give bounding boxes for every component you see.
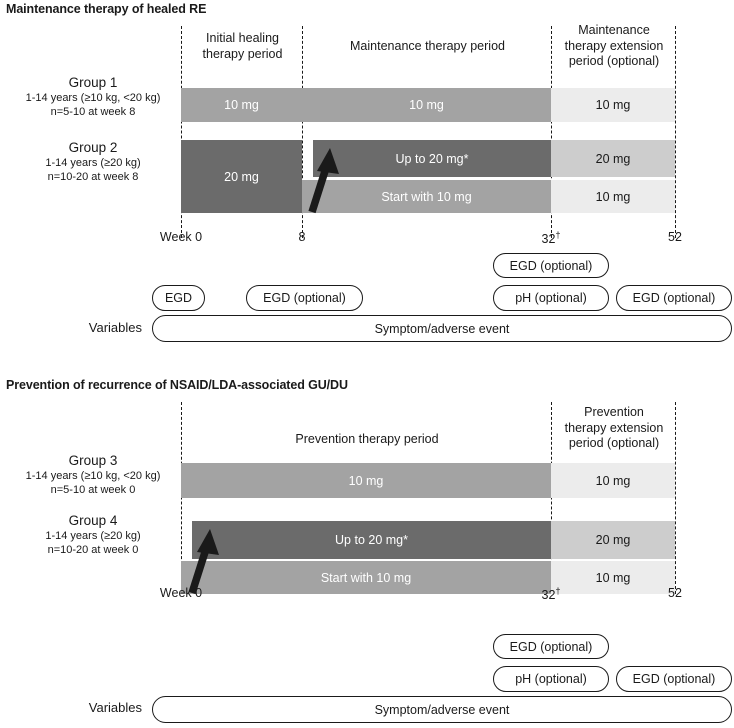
timeline-divider-week8-top [302, 26, 303, 238]
panel-title-maintenance: Maintenance therapy of healed RE [6, 2, 207, 16]
dagger-marker: † [555, 230, 561, 240]
assessment-pill-egd-optional-week52[interactable]: EGD (optional) [616, 285, 732, 311]
group-criteria: 1-14 years (≥20 kg) [45, 157, 141, 169]
period-header-line1: Initial healing [206, 31, 279, 45]
period-header-line2: therapy extension [564, 420, 664, 435]
group-name: Group 2 [68, 140, 118, 155]
bar-g4-extension-10: 10 mg [551, 561, 675, 594]
group-enrollment: n=10-20 at week 8 [47, 171, 139, 183]
axis-tick-label: Week 0 [159, 586, 203, 600]
bar-g2-initial: 20 mg [181, 140, 302, 213]
bar-g4-prevention-start: Start with 10 mg [181, 561, 551, 594]
period-header-line1: Maintenance therapy period [350, 39, 505, 53]
group-criteria: 1-14 years (≥10 kg, <20 kg) [25, 92, 161, 104]
group-enrollment: n=5-10 at week 8 [50, 106, 136, 118]
axis-tick-week-0-top: Week 0 [141, 230, 221, 244]
period-header-line1: Prevention [584, 405, 644, 419]
group-label-group-4: Group 4 1-14 years (≥20 kg) n=10-20 at w… [8, 512, 178, 557]
period-header-line3: period (optional) [568, 436, 660, 450]
period-header-maintenance-extension: Maintenance therapy extension period (op… [553, 23, 675, 70]
assessment-pill-egd-optional-week32-upper-bottom[interactable]: EGD (optional) [493, 634, 609, 659]
bar-g2-extension-10: 10 mg [551, 180, 675, 213]
dagger-marker: † [555, 586, 561, 596]
period-header-prevention-therapy: Prevention therapy period [184, 432, 550, 448]
axis-tick-label: 8 [298, 230, 306, 244]
bar-g1-maintenance: 10 mg [302, 88, 551, 122]
group-name: Group 1 [68, 75, 118, 90]
assessment-pill-egd-week0[interactable]: EGD [152, 285, 205, 311]
group-label-group-3: Group 3 1-14 years (≥10 kg, <20 kg) n=5-… [8, 452, 178, 497]
axis-tick-label: 52 [668, 230, 682, 244]
group-criteria: 1-14 years (≥20 kg) [45, 530, 141, 542]
timeline-divider-week32-top [551, 26, 552, 238]
period-header-line1: Maintenance [578, 23, 650, 37]
axis-tick-week-52-top: 52 [655, 230, 695, 244]
period-header-initial-healing: Initial healing therapy period [184, 31, 301, 62]
variables-label-top: Variables [88, 320, 142, 335]
axis-tick-week-32-top: 32† [531, 230, 571, 246]
axis-tick-week-0-bottom: Week 0 [141, 586, 221, 600]
bar-g2-extension-20: 20 mg [551, 140, 675, 177]
assessment-pill-egd-optional-week8[interactable]: EGD (optional) [246, 285, 363, 311]
axis-tick-week-8-top: 8 [282, 230, 322, 244]
timeline-divider-week52-bottom [675, 402, 676, 594]
axis-tick-week-52-bottom: 52 [655, 586, 695, 600]
period-header-line2: therapy extension [564, 38, 664, 53]
period-header-line1: Prevention therapy period [295, 432, 439, 446]
assessment-pill-egd-optional-week52-bottom[interactable]: EGD (optional) [616, 666, 732, 692]
period-header-line2: therapy period [202, 46, 283, 61]
bar-g2-maintenance-start: Start with 10 mg [302, 180, 551, 213]
axis-tick-label: 32 [541, 588, 556, 603]
group-enrollment: n=10-20 at week 0 [47, 544, 139, 556]
bar-g3-extension: 10 mg [551, 463, 675, 498]
axis-tick-week-32-bottom: 32† [531, 586, 571, 602]
assessment-pill-egd-optional-week32-upper[interactable]: EGD (optional) [493, 253, 609, 278]
group-label-group-2: Group 2 1-14 years (≥20 kg) n=10-20 at w… [8, 139, 178, 184]
variables-label-bottom: Variables [88, 700, 142, 715]
assessment-pill-ph-optional-week32-bottom[interactable]: pH (optional) [493, 666, 609, 692]
group-label-group-1: Group 1 1-14 years (≥10 kg, <20 kg) n=5-… [8, 74, 178, 119]
group-name: Group 4 [68, 513, 118, 528]
bar-g4-extension-20: 20 mg [551, 521, 675, 559]
bar-g2-maintenance-up: Up to 20 mg* [313, 140, 551, 177]
axis-tick-label: 52 [668, 586, 682, 600]
assessment-pill-ph-optional-week32[interactable]: pH (optional) [493, 285, 609, 311]
group-enrollment: n=5-10 at week 0 [50, 484, 136, 496]
timeline-divider-week32-bottom [551, 402, 552, 594]
group-name: Group 3 [68, 453, 118, 468]
axis-tick-label: 32 [541, 232, 556, 247]
assessment-pill-symptom-adverse-event-top[interactable]: Symptom/adverse event [152, 315, 732, 342]
group-criteria: 1-14 years (≥10 kg, <20 kg) [25, 470, 161, 482]
bar-g4-prevention-up: Up to 20 mg* [192, 521, 551, 559]
timeline-divider-week0-top [181, 26, 182, 238]
period-header-line3: period (optional) [568, 54, 660, 68]
bar-g1-extension: 10 mg [551, 88, 675, 122]
period-header-prevention-extension: Prevention therapy extension period (opt… [553, 405, 675, 452]
timeline-divider-week52-top [675, 26, 676, 238]
bar-g3-prevention: 10 mg [181, 463, 551, 498]
period-header-maintenance-therapy: Maintenance therapy period [305, 39, 550, 55]
timeline-divider-week0-bottom [181, 402, 182, 594]
axis-tick-label: Week 0 [159, 230, 203, 244]
panel-title-prevention: Prevention of recurrence of NSAID/LDA-as… [6, 378, 348, 392]
assessment-pill-symptom-adverse-event-bottom[interactable]: Symptom/adverse event [152, 696, 732, 723]
bar-g1-initial: 10 mg [181, 88, 302, 122]
